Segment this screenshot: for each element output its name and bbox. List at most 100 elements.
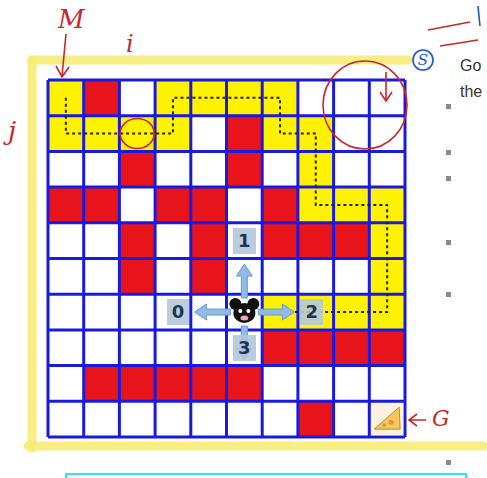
maze-cell [48,223,84,259]
maze-cell [48,151,84,187]
grid-line [48,364,405,367]
maze-cell [191,80,227,116]
maze-cell [262,151,298,187]
maze-cell [369,401,405,437]
maze-cell [334,259,370,295]
action-number: 0 [167,299,190,325]
maze-cell [155,401,191,437]
maze-cell [369,151,405,187]
maze-cell [84,294,120,330]
maze-cell [155,116,191,152]
maze-cell [191,116,227,152]
maze-cell [369,366,405,402]
maze-cell [191,330,227,366]
maze-cell [334,223,370,259]
maze-cell [191,259,227,295]
maze-cell [191,151,227,187]
maze-cell [191,187,227,223]
maze-cell [262,80,298,116]
maze-cell [227,330,263,366]
maze-cell [155,151,191,187]
maze-cell [119,116,155,152]
maze-cell [119,80,155,116]
maze-cell [84,401,120,437]
grid-line [48,400,405,403]
maze-cell [119,259,155,295]
maze-cell [119,223,155,259]
annotation-circle [413,50,433,70]
maze-cell [48,294,84,330]
panel-edge [66,474,466,478]
annotation-arrow [380,72,392,101]
annotation-scribble [428,22,478,46]
maze-cell [155,294,191,330]
annotation-arrow [409,414,426,426]
maze-cell [298,223,334,259]
maze-cell [48,259,84,295]
annotation-scribble [478,6,480,26]
list-bullet [446,176,451,181]
maze-cell [155,259,191,295]
maze-cell [155,223,191,259]
maze-cell [298,259,334,295]
maze-cell [191,366,227,402]
maze-cell [84,116,120,152]
maze-cell [48,401,84,437]
maze-cell [227,187,263,223]
annotation-letter: G [432,408,450,430]
maze-cell [84,187,120,223]
maze-cell [119,151,155,187]
maze-cell [262,366,298,402]
maze-cell [227,294,263,330]
maze-cell [227,151,263,187]
maze-cell [119,330,155,366]
maze-cell [119,366,155,402]
grid-line [48,293,405,296]
maze-cell [84,80,120,116]
maze-cell [119,401,155,437]
action-number: 2 [300,299,323,325]
maze-cell [334,401,370,437]
maze-cell [298,330,334,366]
maze-cell [227,80,263,116]
grid-line [48,328,405,331]
maze-cell [262,259,298,295]
maze-cell [334,366,370,402]
cheese-icon [371,403,403,435]
maze-cell [155,187,191,223]
maze-cell [155,366,191,402]
maze-cell [119,294,155,330]
maze-cell [48,187,84,223]
maze-cell [227,366,263,402]
grid-line [404,80,407,437]
highlight-stroke [28,442,484,451]
list-bullet [446,240,451,245]
maze-cell [84,151,120,187]
maze-cell [48,366,84,402]
side-text: Go [460,58,481,74]
maze-cell [84,259,120,295]
highlight-stroke [28,60,37,448]
list-bullet [446,460,451,465]
mouse-icon [229,298,259,323]
maze-cell [369,116,405,152]
maze-cell [227,223,263,259]
maze-cell [191,401,227,437]
list-bullet [446,150,451,155]
maze-cell [119,187,155,223]
action-number: 3 [233,335,256,361]
annotation-arrow [56,34,69,77]
maze-cell [298,294,334,330]
maze-cell [262,401,298,437]
maze-cell [298,80,334,116]
direction-arrows [194,264,294,360]
maze-cell [298,401,334,437]
maze-cell [227,401,263,437]
maze-cell [191,223,227,259]
list-bullet [446,104,451,109]
maze-cell [48,330,84,366]
maze-cell [262,223,298,259]
dotted-route [66,98,387,312]
maze-cell [334,330,370,366]
annotation-letter: j [8,118,16,144]
